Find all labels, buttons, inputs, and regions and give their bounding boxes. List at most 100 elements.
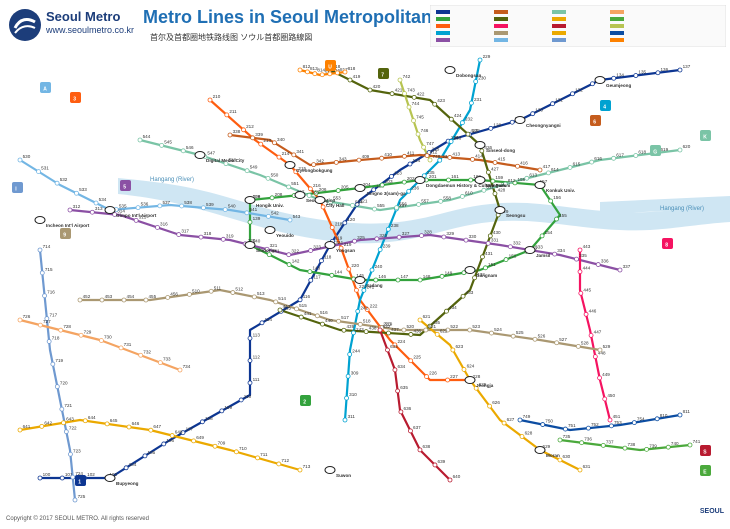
line-badge-9[interactable]: 9 xyxy=(60,228,71,239)
station[interactable]: 205 xyxy=(335,185,349,193)
station[interactable]: 203 xyxy=(379,179,393,188)
station[interactable]: 812 xyxy=(297,64,311,73)
station[interactable]: 520 xyxy=(401,324,415,333)
station[interactable]: 528 xyxy=(575,340,589,349)
station[interactable]: 202 xyxy=(401,176,415,185)
station[interactable]: 541 xyxy=(244,207,258,216)
transfer-hub[interactable]: Wangsimni xyxy=(474,176,510,189)
station[interactable]: 212 xyxy=(241,124,255,133)
station[interactable]: 712 xyxy=(276,458,290,467)
station[interactable]: 716 xyxy=(42,290,56,299)
transfer-hub[interactable]: Seongsu xyxy=(494,206,526,219)
station[interactable]: 530 xyxy=(17,154,31,163)
station[interactable]: 310 xyxy=(344,392,358,401)
station[interactable]: 618 xyxy=(633,150,647,158)
transfer-hub[interactable]: Jeongja xyxy=(464,376,494,389)
station[interactable]: 644 xyxy=(82,415,96,424)
station[interactable]: 443 xyxy=(577,244,591,253)
station[interactable]: 447 xyxy=(588,329,602,338)
station[interactable]: 116 xyxy=(297,294,310,303)
transfer-hub[interactable]: Geumjeong xyxy=(594,76,631,89)
station[interactable]: 211 xyxy=(224,109,237,118)
station[interactable]: 107 xyxy=(180,427,194,436)
station[interactable]: 527 xyxy=(554,337,568,346)
station[interactable]: 230 xyxy=(473,76,487,84)
line-badge-3[interactable]: 3 xyxy=(70,92,81,103)
station[interactable]: 720 xyxy=(54,381,68,390)
station[interactable]: 516 xyxy=(314,310,328,319)
transfer-hub[interactable]: Gangnam xyxy=(464,266,497,279)
station[interactable]: 229 xyxy=(477,54,491,63)
station[interactable]: 315 xyxy=(133,214,147,223)
station[interactable]: 339 xyxy=(250,132,264,141)
station[interactable]: 517 xyxy=(336,315,350,324)
station[interactable]: 630 xyxy=(557,454,571,463)
station[interactable]: 647 xyxy=(148,424,162,433)
station[interactable]: 749 xyxy=(517,414,531,423)
station[interactable]: 548 xyxy=(223,158,237,167)
station[interactable]: 436 xyxy=(408,328,422,337)
station[interactable]: 523 xyxy=(467,324,481,333)
station[interactable]: 311 xyxy=(342,414,355,423)
station[interactable]: 428 xyxy=(492,188,506,197)
station[interactable]: 514 xyxy=(273,296,287,305)
station[interactable]: 414 xyxy=(470,153,484,162)
station[interactable]: 531 xyxy=(36,166,50,174)
line-badge-8[interactable]: 8 xyxy=(662,238,673,249)
station[interactable]: 224 xyxy=(392,339,406,348)
station[interactable]: 105 xyxy=(142,450,156,459)
station[interactable]: 728 xyxy=(58,324,72,333)
station[interactable]: 449 xyxy=(597,372,611,381)
station[interactable]: 210 xyxy=(207,94,221,103)
station[interactable]: 540 xyxy=(222,204,236,213)
station[interactable]: 321 xyxy=(264,243,278,252)
station[interactable]: 340 xyxy=(272,137,285,146)
station[interactable]: 735 xyxy=(557,434,571,443)
station[interactable]: 558 xyxy=(438,195,452,204)
station[interactable]: 313 xyxy=(89,206,103,215)
station[interactable]: 814 xyxy=(312,68,326,77)
station[interactable]: 511 xyxy=(208,285,222,294)
station[interactable]: 743 xyxy=(402,88,416,96)
station[interactable]: 118 xyxy=(319,255,332,264)
station[interactable]: 544 xyxy=(137,134,151,143)
station[interactable]: 554 xyxy=(350,199,363,208)
station[interactable]: 626 xyxy=(487,400,501,409)
station[interactable]: 104 xyxy=(123,462,137,471)
transfer-hub[interactable]: Yeouido xyxy=(264,226,294,239)
station[interactable]: 114 xyxy=(259,317,272,326)
line-badge-K[interactable]: K xyxy=(700,130,711,141)
station[interactable]: 218 xyxy=(329,221,343,230)
station[interactable]: 142 xyxy=(286,259,300,267)
station[interactable]: 648 xyxy=(169,430,183,438)
station[interactable]: 441 xyxy=(298,311,312,320)
station[interactable]: 811 xyxy=(677,409,690,418)
station[interactable]: 120 xyxy=(342,217,356,226)
station[interactable]: 221 xyxy=(354,284,367,293)
station[interactable]: 522 xyxy=(445,324,459,333)
station[interactable]: 123 xyxy=(389,170,403,179)
station[interactable]: 336 xyxy=(595,259,609,267)
station[interactable]: 327 xyxy=(396,231,410,240)
station[interactable]: 515 xyxy=(294,303,308,312)
station[interactable]: 552 xyxy=(306,190,320,198)
station[interactable]: 513 xyxy=(251,291,265,300)
station[interactable]: 411 xyxy=(401,150,415,159)
station[interactable]: 617 xyxy=(611,152,625,161)
station[interactable]: 634 xyxy=(392,364,406,373)
station[interactable]: 432 xyxy=(472,272,486,281)
station[interactable]: 455 xyxy=(143,294,157,303)
station[interactable]: 616 xyxy=(589,156,603,165)
station[interactable]: 151 xyxy=(483,262,496,271)
station[interactable]: 312 xyxy=(67,204,81,213)
station[interactable]: 416 xyxy=(515,160,529,169)
station[interactable]: 139 xyxy=(247,216,261,225)
station[interactable]: 222 xyxy=(364,304,378,313)
station[interactable]: 343 xyxy=(333,156,347,165)
station[interactable]: 132 xyxy=(570,88,584,97)
station[interactable]: 216 xyxy=(307,183,321,192)
station[interactable]: 611 xyxy=(481,184,494,193)
station[interactable]: 241 xyxy=(361,284,375,293)
station[interactable]: 725 xyxy=(72,494,86,503)
